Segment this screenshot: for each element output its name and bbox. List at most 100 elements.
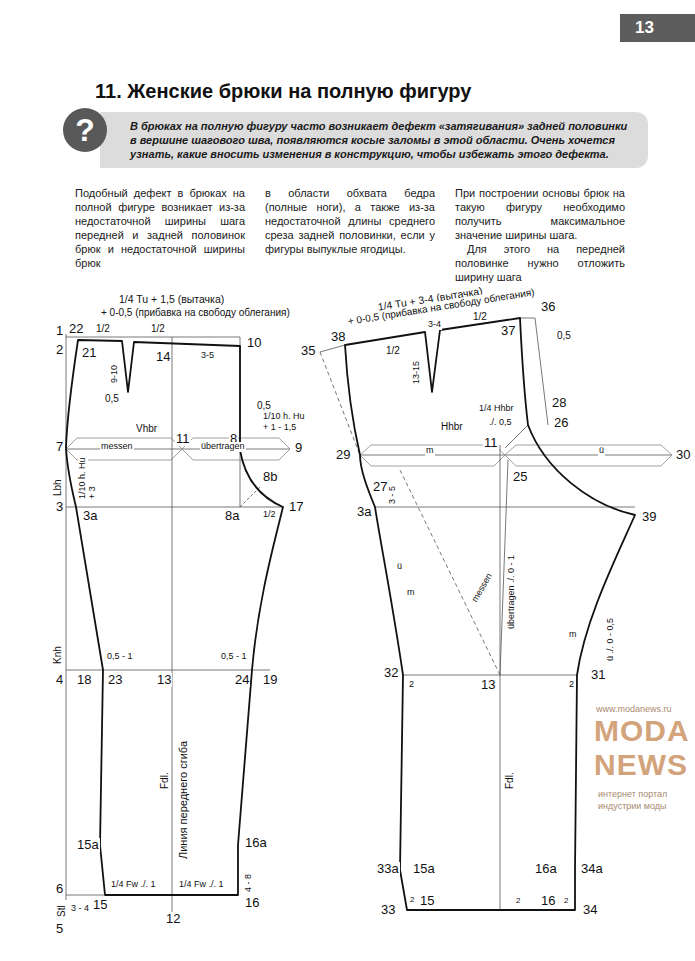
construction-lines: [66, 318, 672, 912]
measure-label: 0,5 - 1: [106, 652, 134, 662]
measure-label: 4 - 8: [244, 873, 254, 893]
point-number: 8a: [224, 509, 240, 523]
point-number: 33a: [376, 862, 400, 876]
point-number: 1: [55, 324, 64, 338]
crease-line: [500, 445, 501, 910]
measure-label: Fdl.: [504, 771, 515, 790]
point-number: 13: [156, 673, 172, 687]
measure-label: 1/4 Tu + 1,5 (вытачка): [118, 294, 225, 306]
point-number: 35: [300, 344, 316, 358]
knee-line: [403, 675, 577, 676]
knee-line: [66, 670, 270, 671]
point-number: 37: [500, 324, 516, 338]
point-number: 3a: [82, 509, 98, 523]
measure-label: ./. 0,5: [488, 418, 513, 428]
point-number: 15a: [76, 838, 100, 852]
watermark-text: www.modanews.ru: [596, 705, 672, 715]
watermark-text: NEWS: [594, 750, 688, 780]
point-number: 11: [483, 436, 499, 450]
measure-label: 3-5: [200, 351, 215, 361]
point-number: 27: [372, 480, 388, 494]
point-number: 32: [383, 666, 399, 680]
point-number: 7: [55, 440, 64, 454]
point-number: 4: [55, 673, 64, 687]
measure-label: 0,5: [104, 393, 120, 404]
point-number: 12: [165, 912, 181, 926]
measure-label: 1/2: [95, 323, 111, 334]
measure-label: 1/4 Fw ./. 1: [110, 880, 157, 890]
point-number: 2: [55, 343, 64, 357]
measure-label: 9-10: [110, 364, 120, 384]
point-number: 36: [540, 300, 556, 314]
point-number: 15: [419, 894, 435, 908]
icon-symbol: ?: [62, 107, 108, 153]
measure-label: 0,5 - 1: [220, 652, 248, 662]
question-box: В брюках на полную фигуру часто возникае…: [100, 112, 648, 168]
measure-label: übertragen ./. 0 - 1: [507, 554, 517, 630]
measure-label: + 3: [88, 485, 98, 500]
measure-label: ü: [598, 446, 605, 456]
guide-line: [535, 318, 548, 425]
point-number: 15: [92, 898, 108, 912]
page-number-box: 13: [620, 14, 695, 42]
watermark-text: интернет портал: [598, 790, 667, 800]
page-title: 11. Женские брюки на полную фигуру: [95, 80, 471, 102]
point-number: 9: [294, 441, 303, 455]
point-number: 17: [288, 500, 304, 514]
measure-label: 3 - 4: [70, 904, 90, 914]
measure-label: 0,5: [556, 330, 572, 341]
page-number: 13: [635, 14, 695, 42]
point-number: 16: [244, 896, 260, 910]
measure-label: Vhbr: [135, 423, 158, 434]
point-number: 18: [76, 673, 92, 687]
point-number: 30: [675, 448, 691, 462]
point-number: 6: [55, 882, 64, 896]
measure-label: messen: [100, 442, 134, 452]
question-icon: ?: [62, 107, 108, 153]
point-number: 16: [540, 894, 556, 908]
back-piece-outline: [345, 318, 635, 910]
point-number: 2: [409, 896, 415, 905]
point-number: 15a: [412, 862, 436, 876]
measure-label: 3-4: [427, 320, 442, 330]
watermark-text: MODA: [594, 716, 690, 746]
measure-label: Lbh: [52, 478, 63, 497]
measure-label: ü: [396, 562, 403, 572]
point-number: 24: [234, 673, 250, 687]
measure-label: m: [425, 446, 435, 456]
point-number: 11: [175, 432, 191, 446]
body-paragraph: При построении основы брюк на такую фигу…: [455, 186, 625, 242]
hip-band: [505, 445, 672, 466]
point-number: 13: [480, 678, 496, 692]
question-text: В брюках на полную фигуру часто возникае…: [130, 119, 636, 161]
crotch-line: [66, 507, 283, 508]
measure-label: + 0-0,5 (прибавка на свободу облегания): [100, 307, 291, 318]
point-number: 22: [68, 322, 84, 336]
measure-label: messen: [470, 571, 495, 605]
hip-line: [360, 455, 672, 456]
guide-line: [240, 487, 260, 507]
point-number: 21: [81, 346, 97, 360]
measure-label: 1/4 Hhbr: [478, 404, 515, 414]
measure-label: ü ./. 0 - 0,5: [606, 617, 616, 662]
measure-label: 1/4 Fw ./. 1: [178, 880, 225, 890]
point-number: 10: [246, 336, 262, 350]
point-number: 2: [563, 897, 569, 906]
body-paragraph: в области обхвата бедра (полные ноги), а…: [265, 186, 435, 256]
watermark-text: индустрии моды: [598, 802, 667, 812]
hip-band: [182, 438, 290, 460]
measure-label: 1/2: [385, 345, 401, 356]
point-number: 39: [641, 510, 657, 524]
point-number: 31: [590, 668, 606, 682]
measure-label: 1/2: [150, 323, 166, 334]
point-number: 5: [55, 922, 64, 936]
measure-label: 1/10 h. Hu: [78, 456, 88, 500]
point-number: 38: [330, 330, 346, 344]
measure-label: Knh: [52, 645, 63, 665]
point-number: 2: [568, 680, 575, 690]
measure-label: + 1 - 1,5: [262, 423, 297, 433]
point-number: 34a: [580, 862, 604, 876]
measure-label: 1/10 h. Hu: [262, 412, 306, 422]
